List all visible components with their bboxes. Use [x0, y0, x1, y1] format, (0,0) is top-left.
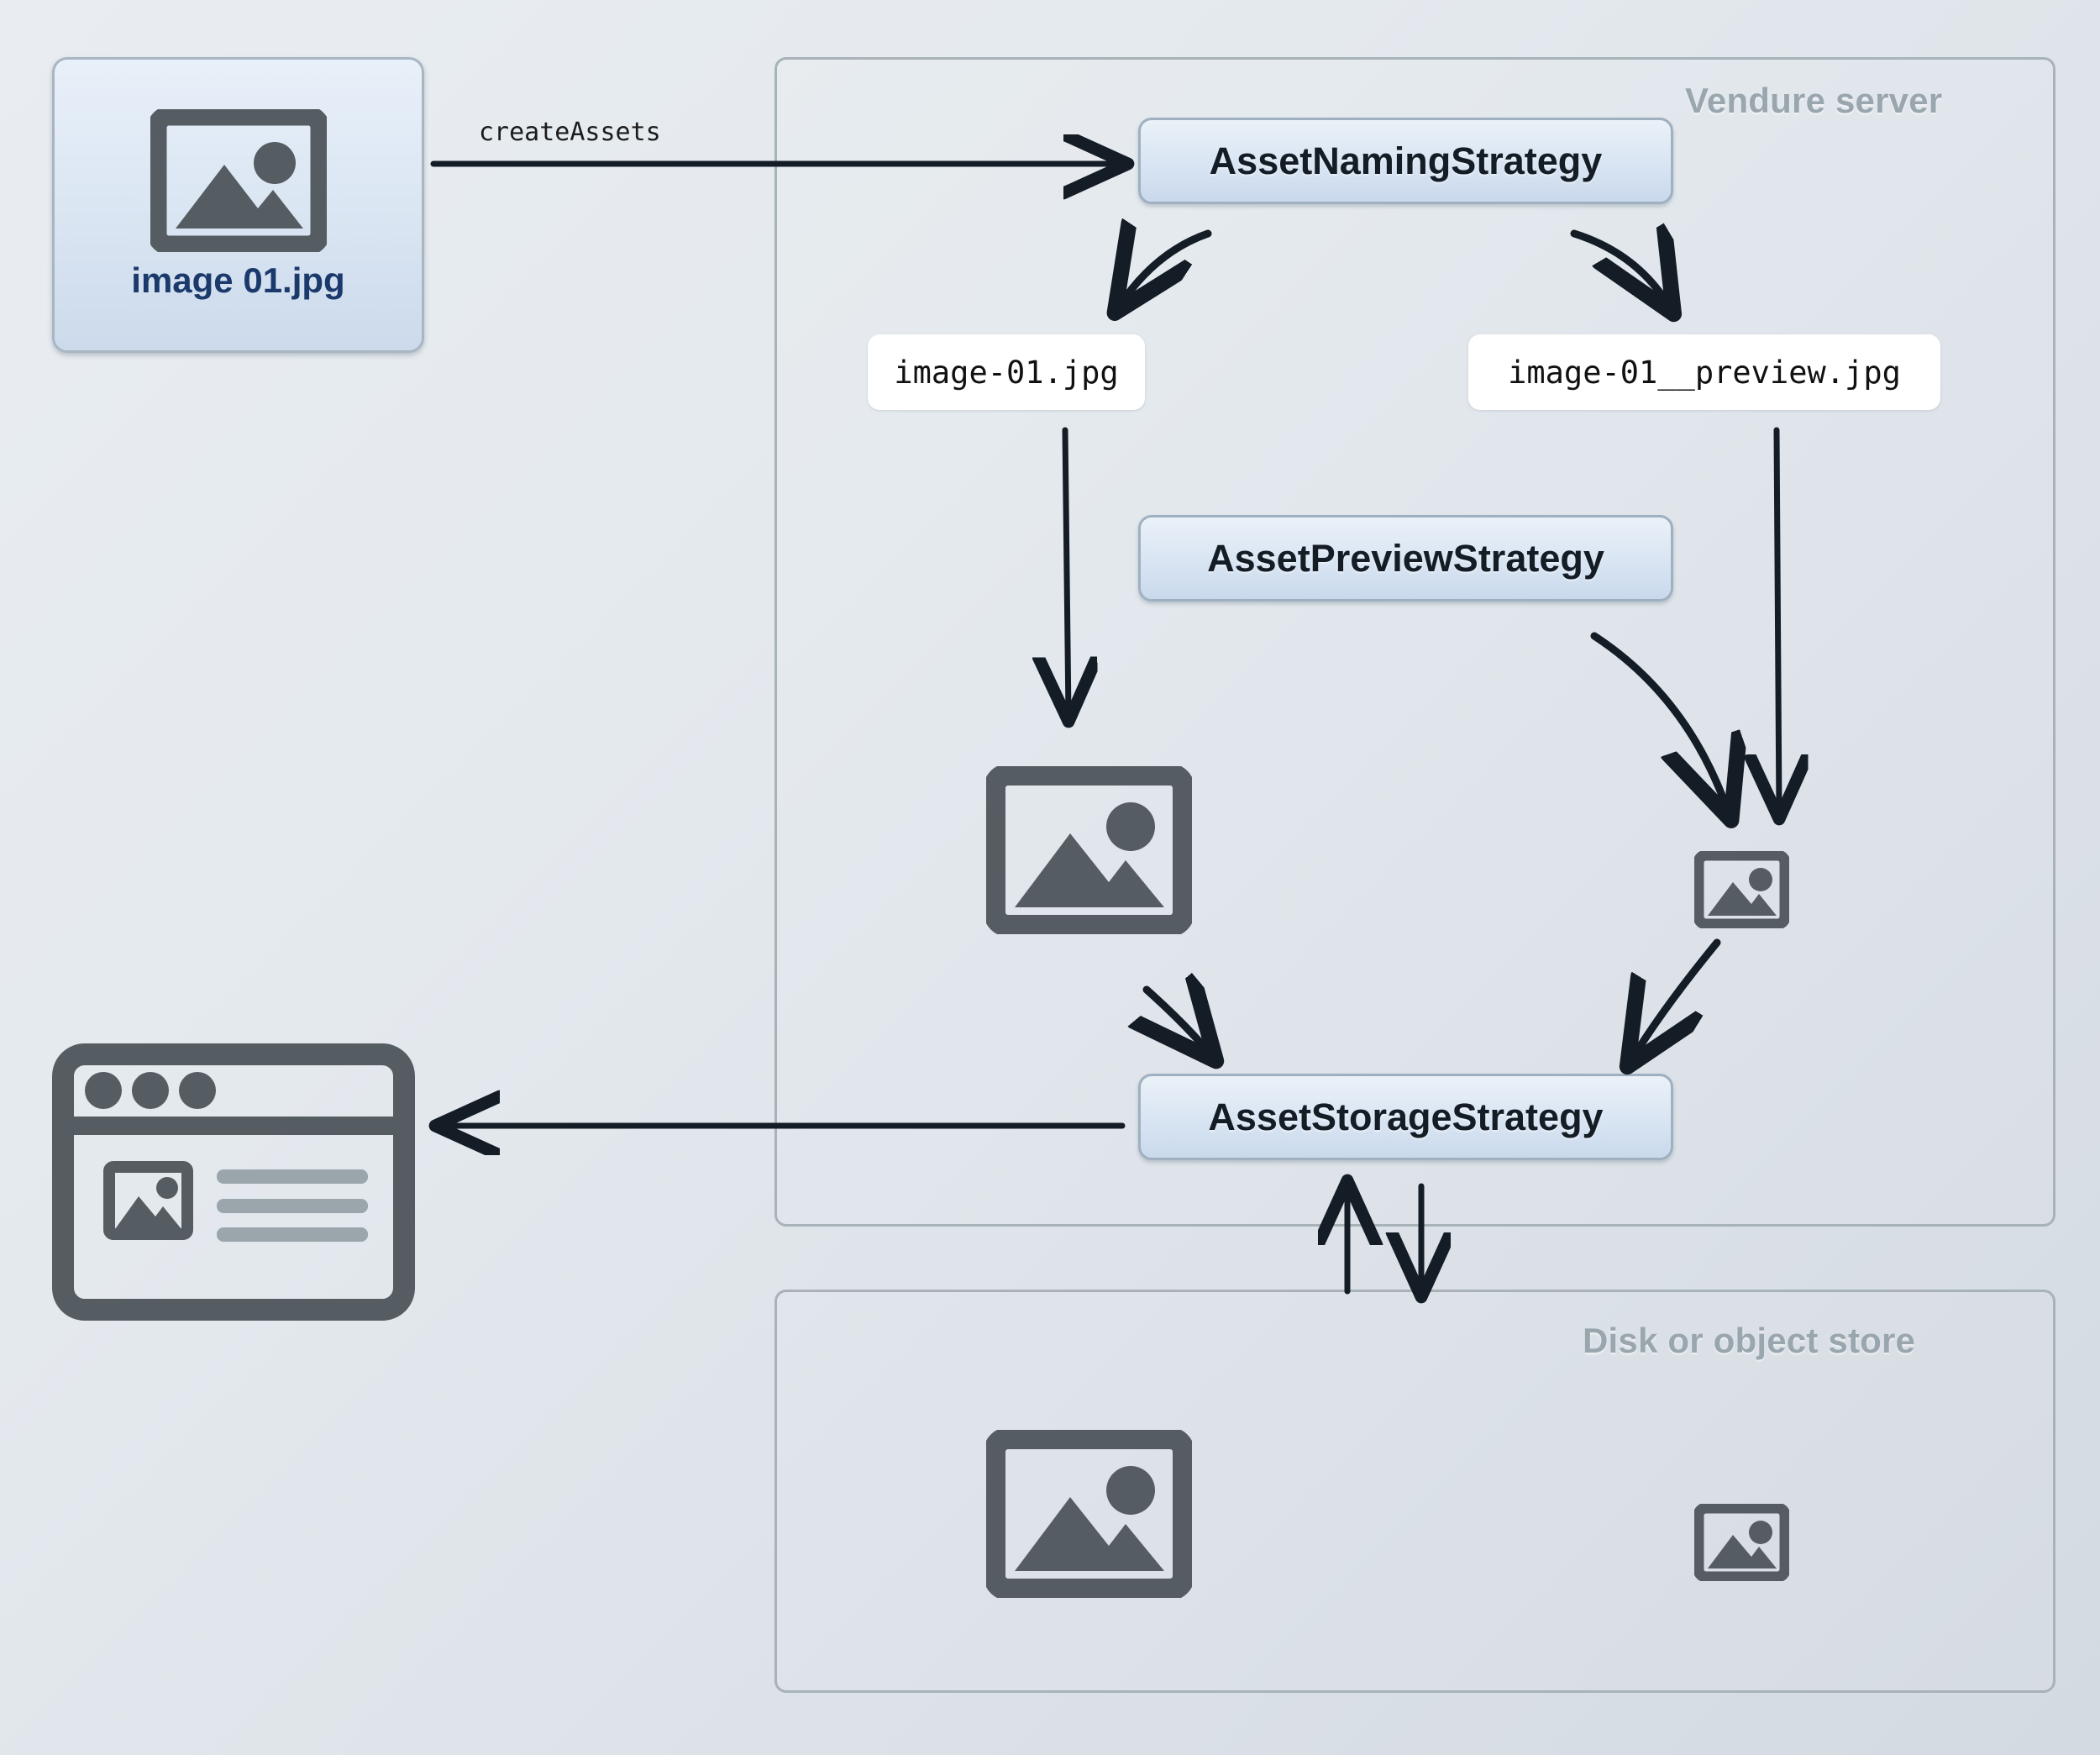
- preview-filename-chip: image-01__preview.jpg: [1468, 334, 1940, 410]
- asset-preview-strategy-box[interactable]: AssetPreviewStrategy: [1138, 515, 1673, 602]
- group-disk-store-label: Disk or object store: [1583, 1321, 1916, 1360]
- browser-dot: [179, 1072, 216, 1109]
- source-file-card[interactable]: image 01.jpg: [52, 57, 424, 353]
- browser-dot: [132, 1072, 169, 1109]
- stored-original-image-icon: [984, 1427, 1194, 1600]
- original-filename-chip: image-01.jpg: [868, 334, 1145, 410]
- browser-window-icon[interactable]: [52, 1043, 415, 1321]
- image-icon: [147, 106, 329, 255]
- browser-dot: [85, 1072, 122, 1109]
- asset-storage-strategy-label: AssetStorageStrategy: [1208, 1095, 1604, 1138]
- stored-preview-image-icon: [1693, 1502, 1791, 1583]
- source-file-name: image 01.jpg: [131, 260, 345, 300]
- group-vendure-server: [774, 57, 2055, 1227]
- preview-image-icon: [1693, 849, 1791, 930]
- asset-preview-strategy-label: AssetPreviewStrategy: [1207, 536, 1604, 580]
- original-filename-label: image-01.jpg: [894, 354, 1119, 391]
- asset-storage-strategy-box[interactable]: AssetStorageStrategy: [1138, 1074, 1673, 1160]
- original-image-icon: [984, 764, 1194, 937]
- group-vendure-server-label: Vendure server: [1685, 81, 1943, 120]
- asset-naming-strategy-label: AssetNamingStrategy: [1209, 139, 1603, 182]
- asset-naming-strategy-box[interactable]: AssetNamingStrategy: [1138, 118, 1673, 204]
- preview-filename-label: image-01__preview.jpg: [1508, 354, 1901, 391]
- edge-label-create-assets: createAssets: [479, 118, 661, 147]
